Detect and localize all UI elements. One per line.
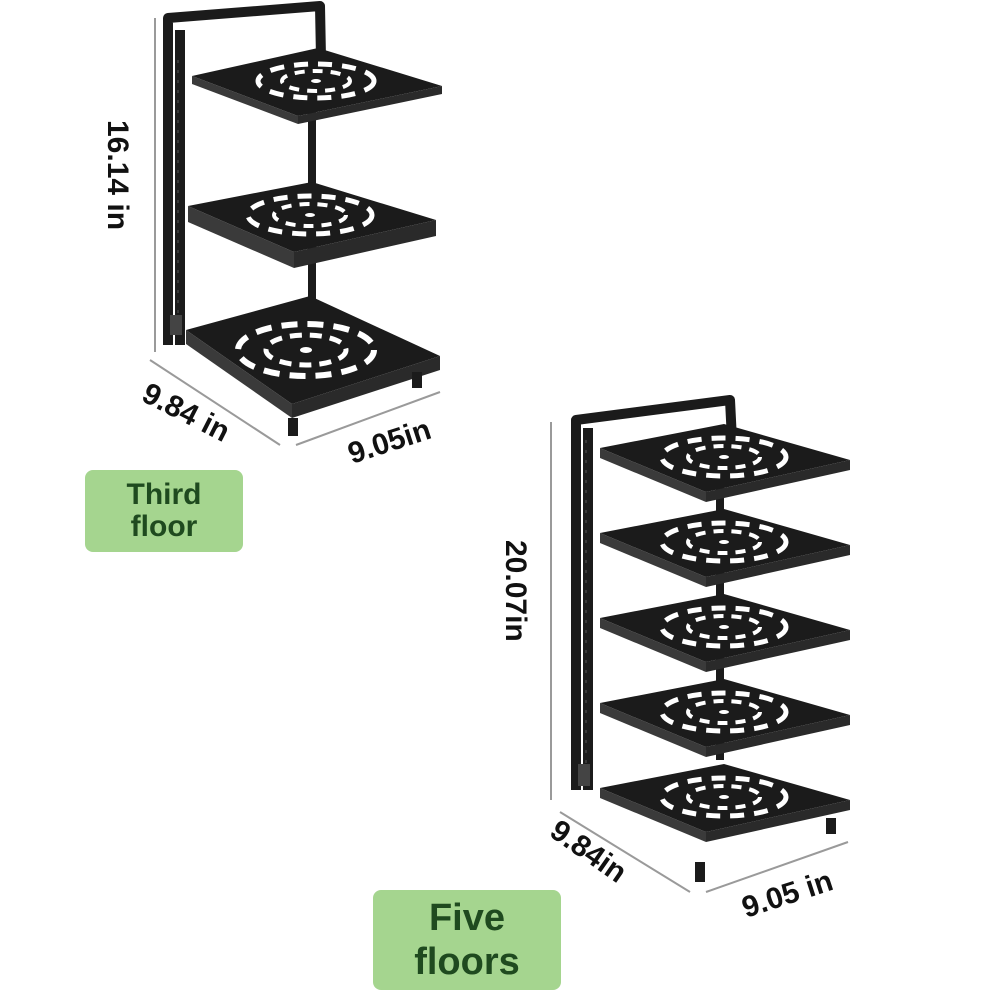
depth-dimension-line [149,359,281,446]
rack-foot [695,862,705,882]
shelf [192,48,442,124]
badge-line: floor [130,510,198,543]
shelf [600,764,850,842]
three-tier-rack: 16.14 in 9.84 in 9.05in [101,1,442,471]
badge-line: floors [414,941,520,983]
shelf [188,182,436,268]
width-dimension-line [295,391,441,446]
rack-foot [826,818,836,834]
shelf [600,424,850,502]
adjuster-knob [578,764,590,786]
depth-dimension-line [559,811,691,893]
badge-line: Third [126,478,202,511]
height-label: 16.14 in [101,120,134,230]
adjuster-knob [170,315,182,335]
width-dimension-line [705,841,849,893]
shelf [600,509,850,587]
depth-label: 9.84in [544,814,633,890]
height-label: 20.07in [499,540,532,642]
rack-foot [412,372,422,388]
rack-foot [288,418,298,436]
shelf [600,679,850,757]
five-tier-badge: Five floors [373,890,561,990]
shelf [600,594,850,672]
width-label: 9.05 in [738,864,837,924]
badge-line: Five [428,897,506,939]
five-tier-rack: 20.07in 9.84in 9.05 in [499,395,850,925]
three-tier-badge: Third floor [85,470,243,552]
shelf [186,296,440,418]
depth-label: 9.84 in [137,377,235,449]
